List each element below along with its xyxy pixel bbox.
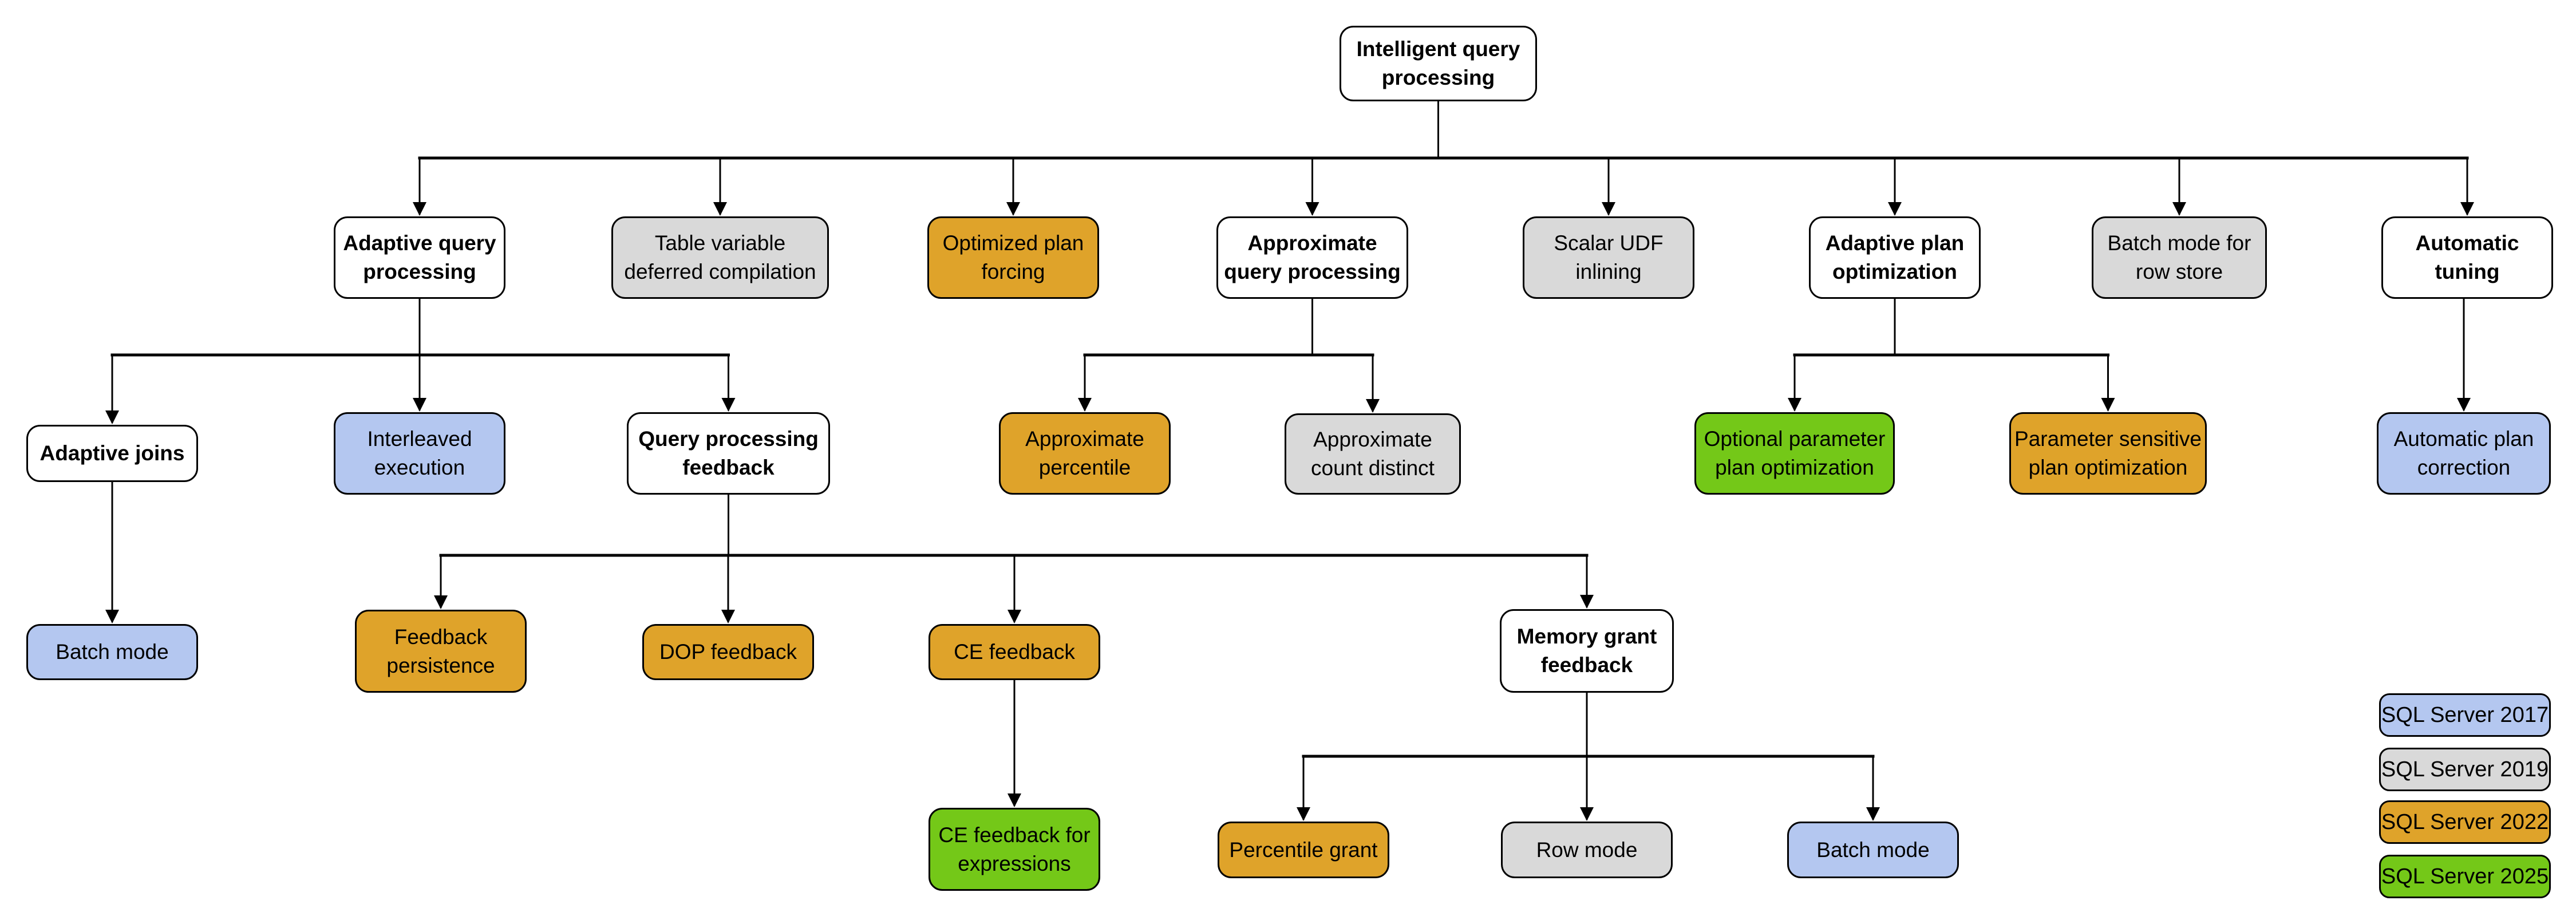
node-intelligent-query-processing: Intelligent query processing: [1340, 26, 1537, 101]
edge-query-processing-feedback: [434, 495, 1594, 623]
node-feedback-persistence: Feedback persistence: [355, 610, 527, 693]
node-approximate-percentile: Approximate percentile: [999, 412, 1171, 495]
edge-approximate-query-processing: [1078, 299, 1380, 413]
node-query-processing-feedback: Query processing feedback: [627, 412, 830, 495]
legend-item-sql-server-2022: SQL Server 2022: [2379, 800, 2551, 844]
node-adaptive-query-processing: Adaptive query processing: [334, 216, 505, 299]
node-optional-parameter-plan-optimization: Optional parameter plan optimization: [1694, 412, 1895, 495]
node-parameter-sensitive-plan-optimization: Parameter sensitive plan optimization: [2009, 412, 2207, 495]
edge-adaptive-plan-optimization: [1788, 299, 2115, 412]
node-approximate-query-processing: Approximate query processing: [1216, 216, 1408, 299]
legend-item-sql-server-2017: SQL Server 2017: [2379, 693, 2551, 737]
node-scalar-udf-inlining: Scalar UDF inlining: [1523, 216, 1694, 299]
node-table-variable-deferred-compilation: Table variable deferred compilation: [611, 216, 829, 299]
node-adaptive-plan-optimization: Adaptive plan optimization: [1809, 216, 1981, 299]
node-automatic-tuning: Automatic tuning: [2381, 216, 2553, 299]
node-adaptive-joins: Adaptive joins: [26, 425, 198, 482]
edge-memory-grant-feedback: [1297, 693, 1880, 821]
edge-adaptive-query-processing: [105, 299, 736, 424]
node-batch-mode-adaptive-joins: Batch mode: [26, 624, 198, 680]
node-ce-feedback-for-expressions: CE feedback for expressions: [929, 808, 1100, 891]
node-interleaved-execution: Interleaved execution: [334, 412, 505, 495]
node-automatic-plan-correction: Automatic plan correction: [2377, 412, 2551, 495]
legend-item-sql-server-2019: SQL Server 2019: [2379, 748, 2551, 791]
node-batch-mode-memory-grant: Batch mode: [1787, 822, 1959, 878]
legend-item-sql-server-2025: SQL Server 2025: [2379, 855, 2551, 898]
edge-intelligent-query-processing: [413, 101, 2474, 216]
node-ce-feedback: CE feedback: [929, 624, 1100, 680]
node-batch-mode-for-row-store: Batch mode for row store: [2092, 216, 2267, 299]
node-optimized-plan-forcing: Optimized plan forcing: [927, 216, 1099, 299]
node-approximate-count-distinct: Approximate count distinct: [1285, 413, 1461, 495]
node-row-mode: Row mode: [1501, 822, 1673, 878]
node-dop-feedback: DOP feedback: [642, 624, 814, 680]
node-percentile-grant: Percentile grant: [1218, 822, 1389, 878]
node-memory-grant-feedback: Memory grant feedback: [1500, 609, 1674, 693]
